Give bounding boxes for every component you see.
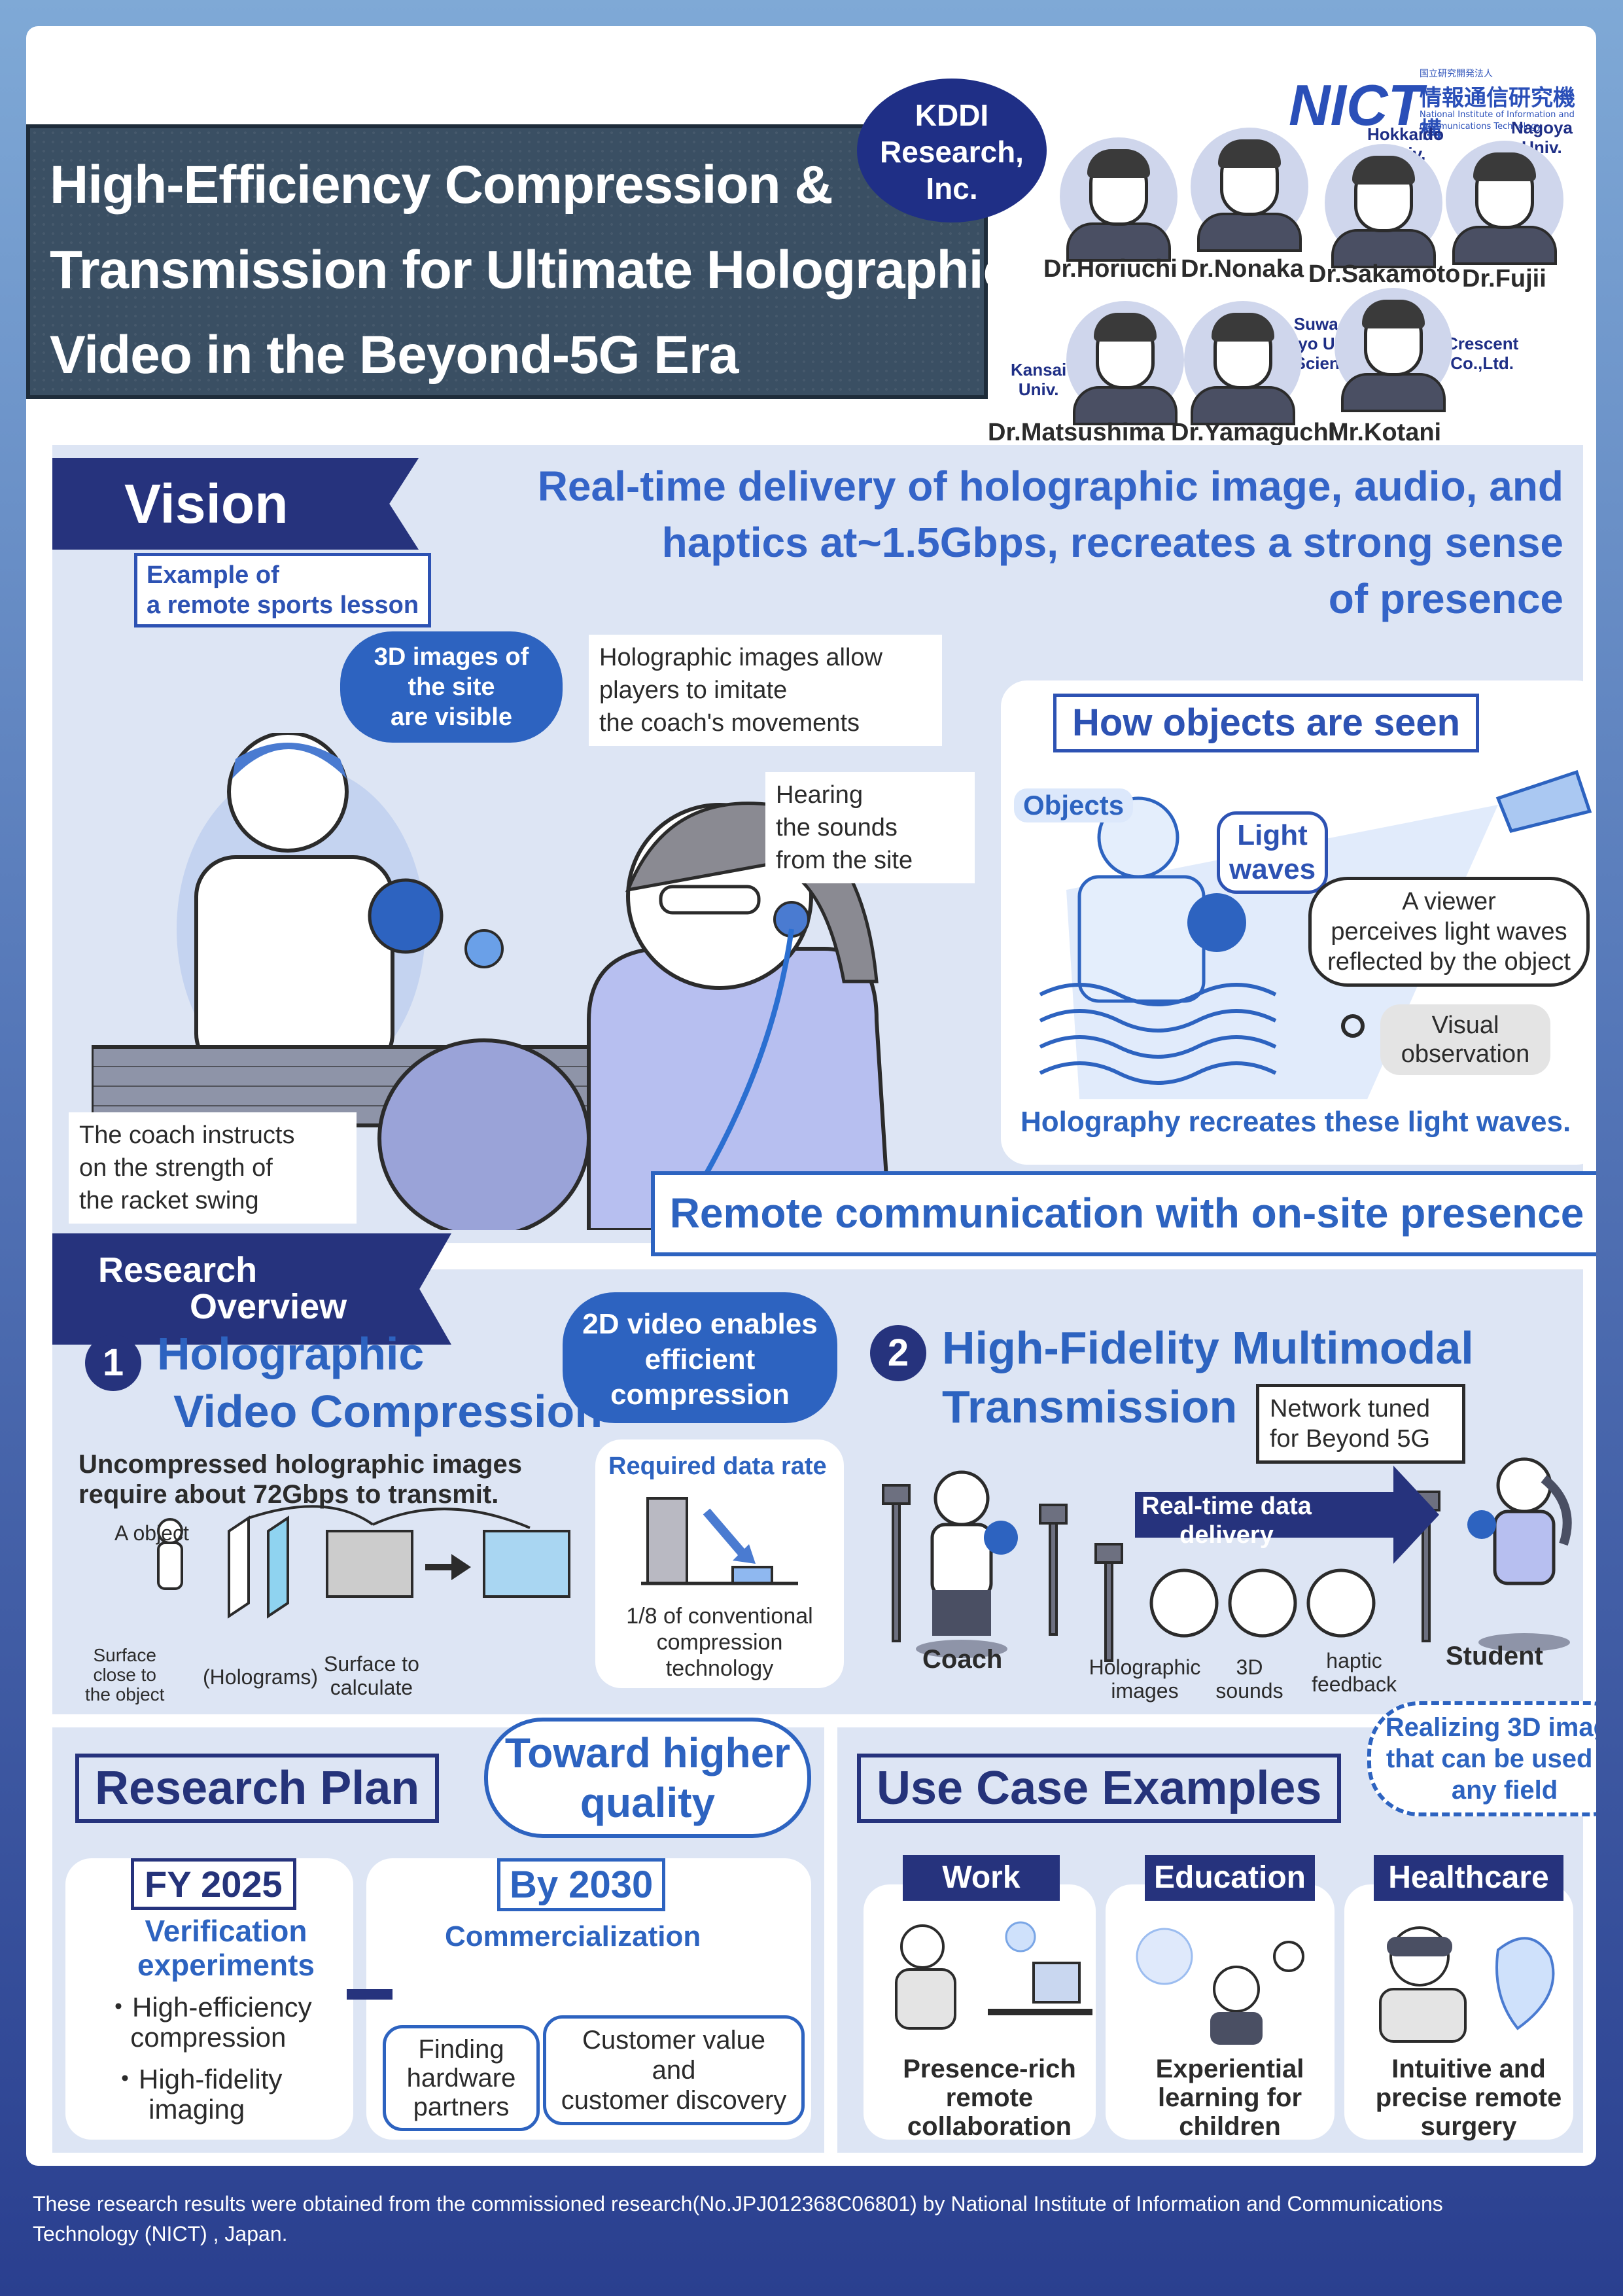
avatar-sakamoto	[1318, 144, 1449, 288]
toward-higher-quality-bubble: Toward higher quality	[484, 1718, 811, 1838]
research-overview-ribbon: Research Overview	[52, 1233, 451, 1345]
title-banner: High-Efficiency Compression & Transmissi…	[26, 124, 1013, 399]
section-2-number: 2	[870, 1325, 926, 1381]
eye-icon	[1341, 1014, 1365, 1038]
title-line-3: Video in the Beyond-5G Era	[50, 325, 739, 385]
poster-sheet: High-Efficiency Compression & Transmissi…	[26, 26, 1596, 2166]
transmission-illustration	[882, 1457, 1572, 1662]
title-line-1: High-Efficiency Compression &	[50, 155, 833, 215]
usecase-label-healthcare: Healthcare	[1374, 1855, 1563, 1901]
example-label: Example of a remote sports lesson	[134, 553, 432, 627]
fy2025-label: FY 2025	[131, 1858, 296, 1910]
label-a-object: A object	[114, 1521, 189, 1545]
customer-discovery-box: Customer value and customer discovery	[543, 2015, 805, 2125]
usecase-caption-education: Experiential learning for children	[1155, 2055, 1304, 2141]
label-surface-calc: Surface to calculate	[324, 1652, 419, 1699]
use-case-title: Use Case Examples	[857, 1754, 1342, 1823]
hologram-diagram	[157, 1505, 570, 1619]
avatar-fujii	[1439, 141, 1570, 285]
nict-logo-jp-small: 国立研究開発法人	[1420, 69, 1493, 79]
avatar-matsushima	[1060, 301, 1191, 445]
commercialization-heading: Commercialization	[445, 1920, 701, 1952]
viewer-perceives-note: A viewer perceives light waves reflected…	[1308, 877, 1590, 987]
avatar-nonaka	[1184, 128, 1315, 272]
vision-panel: Vision Example of a remote sports lesson…	[52, 445, 1596, 1243]
vision-ribbon: Vision	[52, 458, 419, 550]
nict-logo-en-2: Communications Technology	[1420, 122, 1542, 132]
network-tuned-note: Network tuned for Beyond 5G	[1256, 1384, 1465, 1464]
bubble-2d-video: 2D video enables efficient compression	[563, 1292, 837, 1423]
vision-headline: Real-time delivery of holographic image,…	[537, 463, 1563, 622]
member-name-horiuchi: Dr.Horiuchi	[1043, 255, 1178, 283]
member-name-fujii: Dr.Fujii	[1462, 265, 1546, 292]
member-name-sakamoto: Dr.Sakamoto	[1308, 260, 1461, 288]
section-1-number: 1	[85, 1335, 141, 1391]
avatar-yamaguchi	[1178, 301, 1308, 445]
coach-label: Coach	[922, 1645, 1003, 1674]
objects-label: Objects	[1014, 788, 1134, 822]
verification-heading: Verification experiments	[137, 1914, 315, 1982]
how-objects-seen-panel: How objects are seen Objects Light waves	[1001, 680, 1596, 1165]
student-label: Student	[1446, 1642, 1543, 1670]
nict-logo-jp-name: 情報通信研究機構	[1420, 85, 1575, 143]
usecase-caption-healthcare: Intuitive and precise remote surgery	[1375, 2055, 1562, 2141]
usecase-label-work: Work	[903, 1855, 1060, 1901]
kddi-badge: KDDI Research, Inc.	[857, 79, 1047, 222]
data-rate-caption: 1/8 of conventional compression technolo…	[626, 1604, 813, 1681]
hardware-partners-box: Finding hardware partners	[383, 2025, 540, 2131]
usecase-caption-work: Presence-rich remote collaboration	[903, 2055, 1076, 2141]
label-holograms: (Holograms)	[203, 1665, 319, 1689]
avatar-horiuchi	[1053, 137, 1184, 281]
remote-communication-banner: Remote communication with on-site presen…	[651, 1171, 1596, 1256]
usecase-illustrations	[895, 1921, 1555, 2045]
kddi-line-1: KDDI	[915, 98, 989, 132]
icon-label-haptic: haptic feedback	[1312, 1649, 1397, 1696]
data-rate-chart-icon	[641, 1497, 798, 1585]
note-imitate: Holographic images allow players to imit…	[589, 635, 942, 746]
note-coach: The coach instructs on the strength of t…	[69, 1112, 357, 1224]
plan-arrow	[347, 1989, 393, 2000]
avatar-kotani	[1328, 288, 1459, 432]
kddi-line-3: Inc.	[926, 171, 978, 205]
icon-label-holographic: Holographic images	[1089, 1655, 1201, 1703]
by2030-label: By 2030	[497, 1858, 666, 1911]
bubble-3d-images: 3D images of the site are visible	[340, 631, 563, 743]
realizing-3d-bubble: Realizing 3D image that can be used in a…	[1367, 1701, 1596, 1816]
member-name-nonaka: Dr.Nonaka	[1181, 255, 1304, 283]
label-surface-close: Surface close to the object	[85, 1645, 165, 1704]
data-rate-card: Required data rate 1/8 of conventional c…	[595, 1439, 844, 1688]
footer-credit: These research results were obtained fro…	[33, 2192, 1443, 2246]
member-name-kotani: Mr.Kotani	[1328, 419, 1442, 446]
usecase-label-education: Education	[1145, 1855, 1315, 1901]
note-hearing: Hearing the sounds from the site	[765, 772, 975, 883]
member-name-yamaguchi: Dr.Yamaguchi	[1171, 419, 1336, 446]
member-name-matsushima: Dr.Matsushima	[988, 419, 1165, 446]
affiliation-crescent: Crescent Co.,Ltd.	[1446, 334, 1519, 373]
kddi-line-2: Research,	[880, 135, 1024, 169]
nict-logo-en-1: National Institute of Information and	[1420, 110, 1575, 120]
icon-label-3d-sounds: 3D sounds	[1215, 1655, 1283, 1703]
affiliation-kansai: Kansai Univ.	[1011, 360, 1067, 399]
how-objects-seen-title: How objects are seen	[1053, 694, 1480, 752]
realtime-delivery-label: Real-time data delivery	[1142, 1492, 1312, 1549]
section-1-description: Uncompressed holographic images require …	[79, 1450, 522, 1509]
plan-bullet-2: ・High-fidelity imaging	[111, 2064, 283, 2125]
visual-observation-label: Visual observation	[1380, 1004, 1550, 1075]
plan-bullet-1: ・High-efficiency compression	[105, 1992, 312, 2053]
holography-caption: Holography recreates these light waves.	[1021, 1106, 1571, 1138]
section-2-title: High-Fidelity Multimodal Transmission	[942, 1322, 1474, 1432]
title-line-2: Transmission for Ultimate Holographic	[50, 240, 1013, 300]
nict-logo-word: NICT	[1289, 73, 1423, 137]
research-plan-title: Research Plan	[75, 1754, 440, 1823]
data-rate-title: Required data rate	[608, 1453, 827, 1480]
light-waves-label: Light waves	[1217, 811, 1329, 894]
nict-logo: NICT 国立研究開発法人 情報通信研究機構 National Institut…	[1289, 65, 1577, 143]
section-1-title: Holographic Video Compression	[157, 1328, 603, 1437]
